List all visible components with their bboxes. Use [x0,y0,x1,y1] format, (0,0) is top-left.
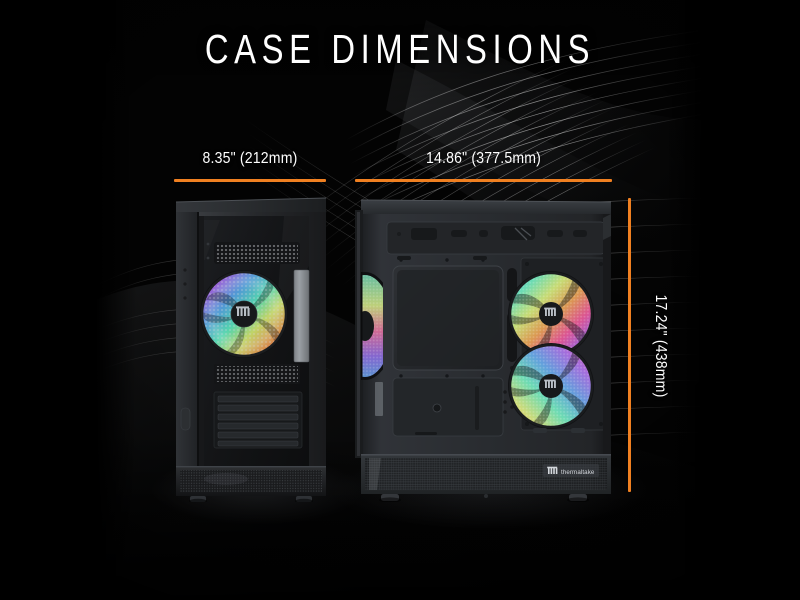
dimension-label-depth: 8.35" (212mm) [202,150,298,167]
page-title: CASE DIMENSIONS [204,26,596,72]
thermaltake-logo-badge: thermaltake [543,464,599,477]
dimension-rule-height [628,198,631,492]
case-front-view [172,196,330,502]
dimension-label-height: 17.24" (438mm) [652,294,669,398]
dimension-rule-length [355,179,612,182]
dimension-label-length: 14.86" (377.5mm) [425,150,542,167]
case-side-view: thermaltake [355,196,617,502]
svg-text:thermaltake: thermaltake [561,469,595,476]
dimension-rule-depth [174,179,326,182]
